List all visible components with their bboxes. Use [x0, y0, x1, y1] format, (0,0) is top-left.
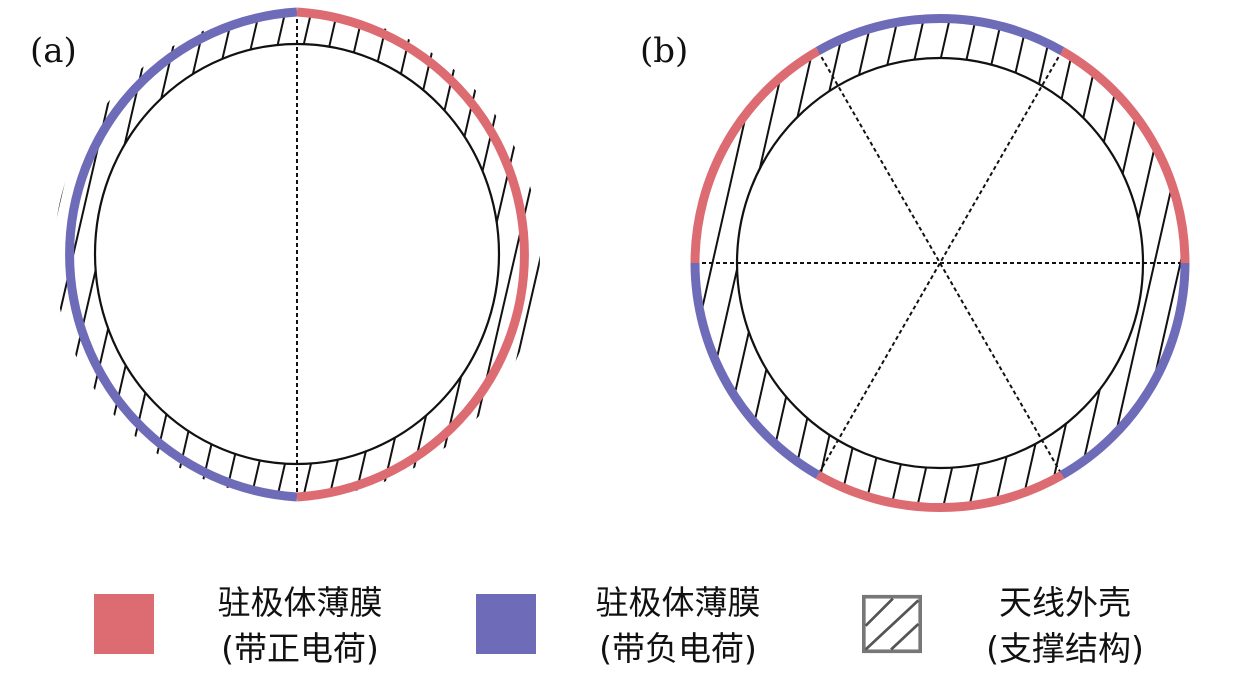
- hatch-pattern-swatch: [862, 594, 922, 654]
- legend-label-negative-line1: 驻极体薄膜: [595, 583, 761, 622]
- electret-antenna-diagram: (a) (b): [30, 0, 1260, 530]
- hatch-line: [729, 18, 851, 508]
- positive-film-swatch: [94, 594, 154, 654]
- legend-item-negative-film: 驻极体薄膜 (带负电荷): [472, 574, 802, 674]
- hatch-line: [1145, 18, 1186, 508]
- hatch-line: [115, 12, 237, 498]
- hatch-line: [695, 18, 721, 508]
- negative-film-arc-b-lower-right: [1059, 262, 1190, 479]
- panel-a: (a): [30, 0, 678, 520]
- positive-film-arc-b-bottom: [815, 471, 1065, 513]
- hatch-line: [695, 18, 773, 508]
- hatch-line: [695, 18, 747, 508]
- panel-b-label: (b): [640, 31, 688, 71]
- hatch-line: [1093, 18, 1186, 508]
- hatch-line: [453, 12, 541, 498]
- hatch-line: [1198, 0, 1260, 530]
- negative-film-arc-b-lower-left: [690, 262, 821, 479]
- hatch-line: [859, 18, 981, 508]
- hatch-line: [219, 12, 341, 498]
- positive-film-arc-a: [296, 7, 529, 502]
- hatch-line: [63, 12, 185, 498]
- film-arcs-b: [690, 13, 1190, 513]
- hatch-line: [271, 12, 393, 498]
- hatch-line: [833, 18, 955, 508]
- legend-item-positive-film: 驻极体薄膜 (带正电荷): [90, 574, 420, 674]
- negative-film-swatch: [476, 594, 536, 654]
- legend-label-positive-line1: 驻极体薄膜: [217, 583, 383, 622]
- legend-label-positive-line2: (带正电荷): [221, 629, 379, 668]
- hatched-shell-a: [54, 0, 678, 520]
- legend: 驻极体薄膜 (带正电荷) 驻极体薄膜 (带负电荷) 天线外壳 (支撑结构): [0, 574, 1260, 674]
- hatch-line: [807, 18, 929, 508]
- divider-lines-b: [695, 50, 1185, 476]
- hatch-line: [531, 12, 541, 498]
- legend-item-antenna-shell: 天线外壳 (支撑结构): [860, 574, 1190, 674]
- hatch-line: [703, 18, 825, 508]
- positive-film-arc-b-upper-left: [690, 47, 821, 264]
- negative-film-arc-a: [65, 7, 298, 502]
- hatch-line: [245, 12, 367, 498]
- hatch-line: [558, 0, 678, 520]
- hatch-line: [401, 12, 523, 498]
- hatch-line: [1119, 18, 1186, 508]
- legend-label-shell-line2: (支撑结构): [986, 629, 1144, 668]
- hatch-line: [885, 18, 1007, 508]
- panel-b: (b): [640, 0, 1260, 530]
- hatch-line: [323, 12, 445, 498]
- hatch-line: [54, 12, 107, 498]
- legend-label-shell-line1: 天线外壳: [999, 583, 1131, 622]
- panel-a-label: (a): [30, 31, 77, 71]
- hatch-line: [911, 18, 1033, 508]
- hatch-line: [781, 18, 903, 508]
- hatch-line: [1015, 18, 1137, 508]
- hatch-line: [937, 18, 1059, 508]
- legend-label-negative-line2: (带负电荷): [599, 629, 757, 668]
- hatch-line: [1067, 18, 1186, 508]
- positive-film-arc-b-upper-right: [1059, 47, 1190, 264]
- hatch-line: [297, 12, 419, 498]
- negative-film-arc-b-top: [815, 13, 1065, 55]
